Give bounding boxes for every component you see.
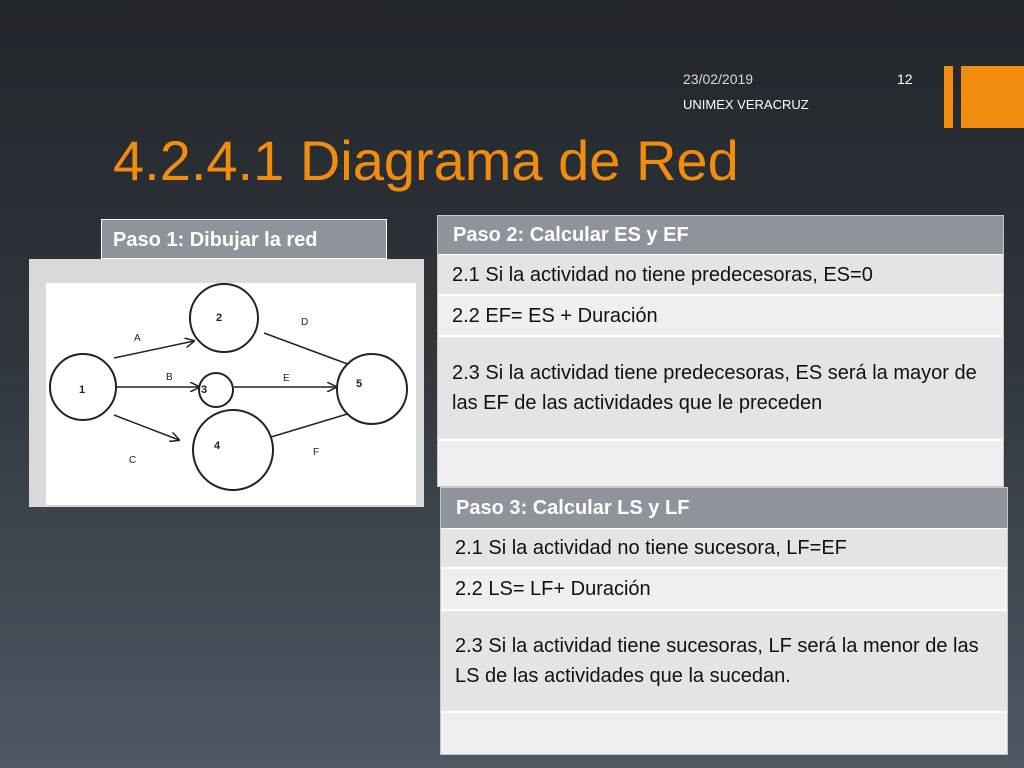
node-label-5: 5 — [356, 378, 362, 390]
activity-label-e: E — [283, 373, 290, 384]
activity-label-f: F — [313, 447, 319, 458]
step3-row-1: 2.1 Si la actividad no tiene sucesora, L… — [441, 529, 1007, 569]
node-5 — [336, 353, 408, 425]
slide-title: 4.2.4.1 Diagrama de Red — [113, 129, 739, 192]
step1-label: Paso 1: Dibujar la red — [101, 219, 387, 259]
node-2 — [189, 283, 259, 353]
step2-row-2: 2.2 EF= ES + Duración — [438, 296, 1003, 337]
node-label-3: 3 — [201, 384, 207, 396]
node-label-4: 4 — [214, 440, 221, 452]
accent-bar-wide — [961, 66, 1024, 128]
step3-row-4 — [441, 713, 1007, 754]
edge-c — [113, 414, 179, 440]
network-diagram-frame: 1 2 3 4 5 A B C D E F — [29, 259, 424, 507]
activity-label-b: B — [166, 372, 173, 383]
slide-date: 23/02/2019 — [683, 71, 754, 87]
node-1 — [49, 353, 117, 421]
activity-label-c: C — [129, 455, 136, 466]
node-3 — [198, 372, 234, 408]
edge-d — [263, 332, 361, 369]
node-4 — [192, 409, 274, 491]
step3-header: Paso 3: Calcular LS y LF — [441, 488, 1007, 529]
step2-row-3: 2.3 Si la actividad tiene predecesoras, … — [438, 337, 1003, 441]
activity-label-d: D — [301, 317, 308, 328]
step2-header: Paso 2: Calcular ES y EF — [438, 216, 1003, 255]
step2-row-1: 2.1 Si la actividad no tiene predecesora… — [438, 255, 1003, 296]
accent-bar-thin — [944, 66, 953, 128]
network-diagram: 1 2 3 4 5 A B C D E F — [46, 283, 416, 505]
step2-table: Paso 2: Calcular ES y EF 2.1 Si la activ… — [437, 215, 1004, 487]
step3-row-2: 2.2 LS= LF+ Duración — [441, 569, 1007, 611]
edge-a — [113, 341, 194, 359]
step2-row-4 — [438, 441, 1003, 486]
slide-number: 12 — [897, 71, 913, 87]
step3-table: Paso 3: Calcular LS y LF 2.1 Si la activ… — [440, 487, 1008, 755]
slide-organization: UNIMEX VERACRUZ — [683, 97, 809, 112]
node-label-2: 2 — [216, 312, 222, 324]
activity-label-a: A — [134, 333, 141, 344]
node-label-1: 1 — [79, 384, 85, 396]
step3-row-3: 2.3 Si la actividad tiene sucesoras, LF … — [441, 611, 1007, 713]
